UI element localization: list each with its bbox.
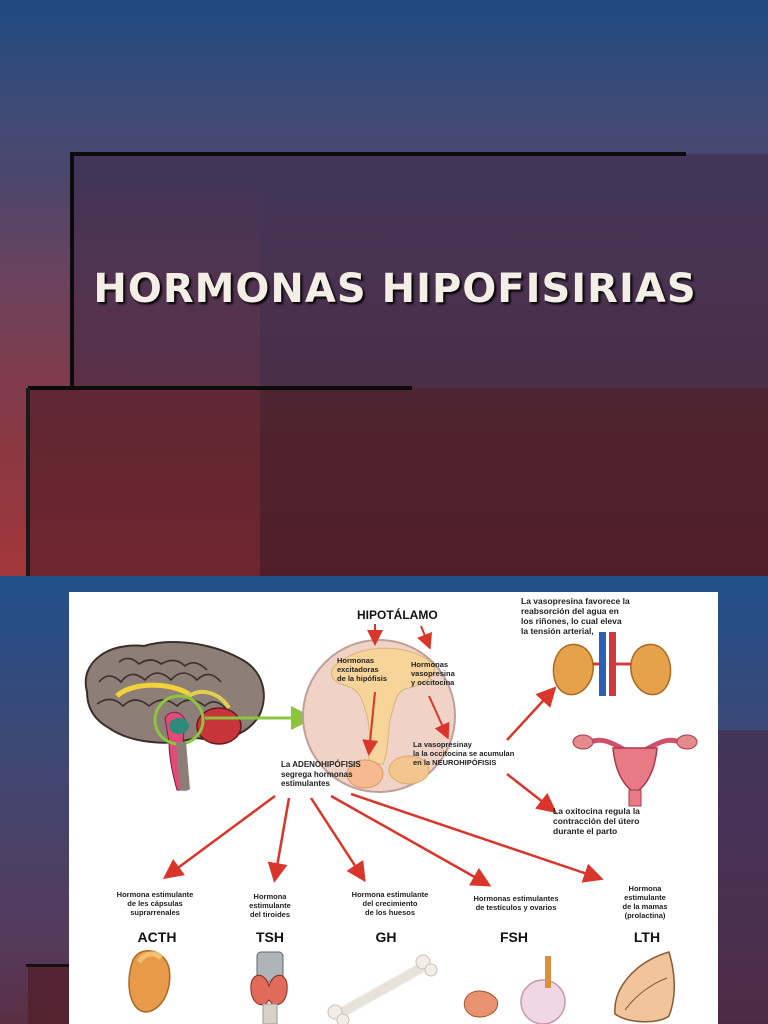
breast-illustration [614, 951, 676, 1023]
diagram-slide: HIPOTÁLAMO Hormonas excitadoras de la hi… [0, 576, 768, 1024]
oxytocin-effect-label: La oxitocina regula la contracción del ú… [553, 806, 640, 836]
lth-desc: Hormona estimulante de la mamas (prolact… [622, 884, 668, 920]
neurohypophysis-label: La vasopresinay la la occitocina se acum… [413, 740, 515, 767]
slide-title: HORMONAS HIPOFISIRIAS [93, 266, 697, 312]
hipotalamo-label: HIPOTÁLAMO [357, 608, 438, 622]
gh-desc: Hormona estimulante del crecimiento de l… [351, 890, 429, 917]
lower-panel [28, 388, 768, 576]
thyroid-illustration [250, 951, 288, 1024]
gh-code: GH [375, 929, 397, 945]
title-slide: HORMONAS HIPOFISIRIAS [0, 0, 768, 576]
bone-illustration [327, 954, 438, 1024]
vasopressin-hormones-label: Hormonas vasopresina y occitocina [411, 660, 455, 687]
tsh-code: TSH [256, 929, 284, 945]
gonads-illustration [463, 956, 566, 1024]
vasopressin-effect-label: La vasopresina favorece la reabsorción d… [521, 596, 630, 636]
pituitary-hormones-diagram: HIPOTÁLAMO Hormonas excitadoras de la hi… [69, 592, 718, 1024]
title-panel [72, 154, 768, 388]
diagram-drawing [84, 624, 698, 1024]
kidneys-illustration [552, 632, 672, 696]
lth-code: LTH [633, 929, 661, 945]
acth-desc: Hormona estimulante de les cápsulas supr… [116, 890, 194, 917]
tsh-desc: Hormona estimulante del tiroides [249, 892, 291, 919]
hypothalamus-zoom [302, 639, 456, 793]
brain-illustration [84, 641, 265, 791]
excitatory-hormones-label: Hormonas excitadoras de la hipófisis [337, 656, 388, 683]
adenohypophysis-label: La ADENOHIPÓFISIS segrega hormonas estim… [281, 760, 361, 788]
uterus-illustration [572, 734, 698, 807]
adrenal-illustration [128, 950, 171, 1013]
acth-code: ACTH [137, 929, 177, 945]
fsh-desc: Hormonas estimulantes de testículos y ov… [473, 894, 559, 912]
fsh-code: FSH [500, 929, 528, 945]
